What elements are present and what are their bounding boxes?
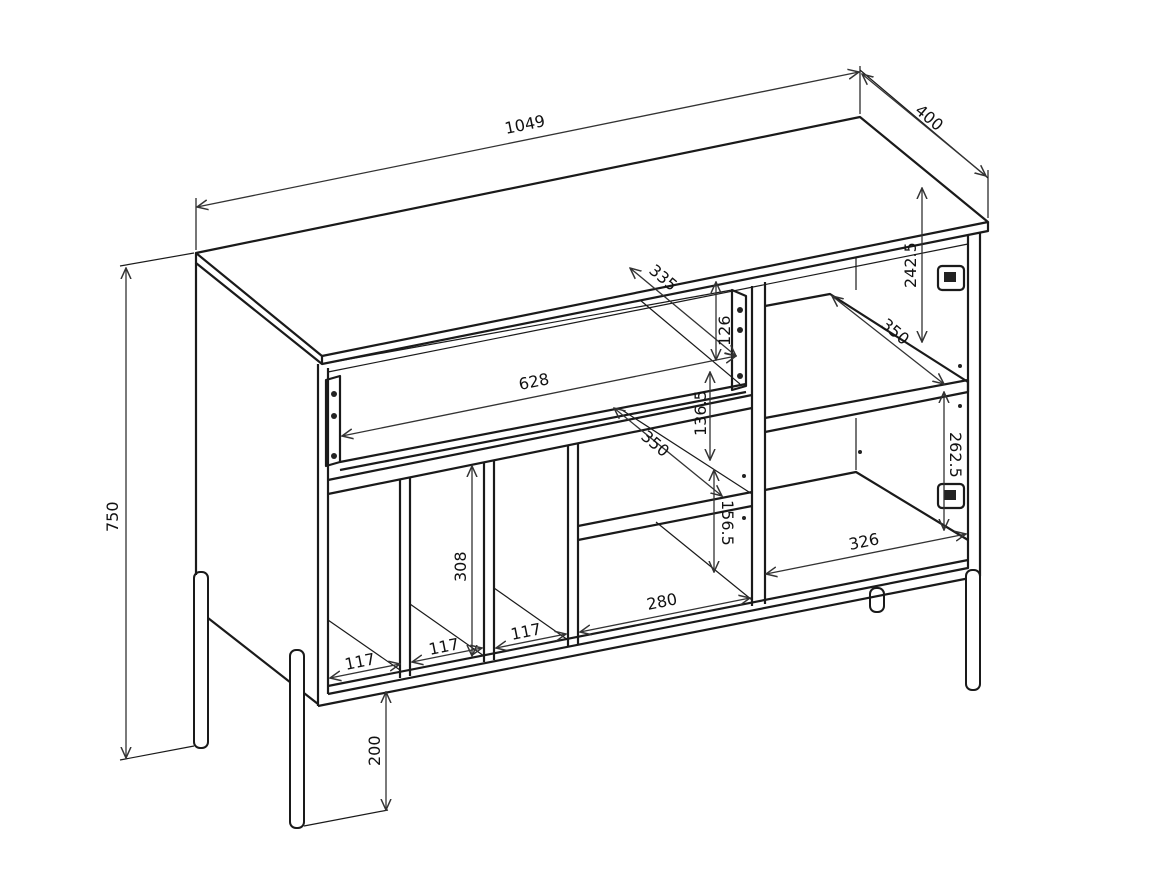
dimension-lines — [126, 72, 986, 810]
label-right-bottom-gap: 262.5 — [946, 432, 965, 478]
drawer — [321, 288, 962, 520]
hinge-icon — [936, 264, 966, 292]
label-leg-height: 200 — [365, 735, 384, 766]
label-width: 1049 — [503, 111, 547, 138]
cabinet-top — [194, 115, 990, 366]
label-upper-middle-gap: 136.5 — [691, 390, 710, 436]
label-drawer-width: 628 — [517, 369, 551, 394]
leg-back-right — [869, 587, 885, 613]
cabinet-carcass — [316, 232, 982, 708]
leg-back-left — [193, 571, 209, 749]
label-middle-lower-gap: 156.5 — [718, 500, 737, 546]
leg-front-right — [965, 569, 981, 691]
label-middle-bottom-width: 280 — [645, 589, 679, 614]
label-cubby-width-2: 117 — [427, 634, 461, 659]
hinge-icon — [936, 482, 966, 510]
left-side-panel — [194, 263, 319, 705]
label-right-top-gap: 242.5 — [901, 242, 920, 288]
label-depth: 400 — [911, 101, 947, 135]
label-right-bottom-width: 326 — [847, 529, 881, 554]
label-height: 750 — [103, 501, 122, 532]
label-cubby-height: 308 — [451, 551, 470, 582]
label-drawer-height: 126 — [715, 315, 734, 346]
leg-front-left — [289, 649, 305, 829]
